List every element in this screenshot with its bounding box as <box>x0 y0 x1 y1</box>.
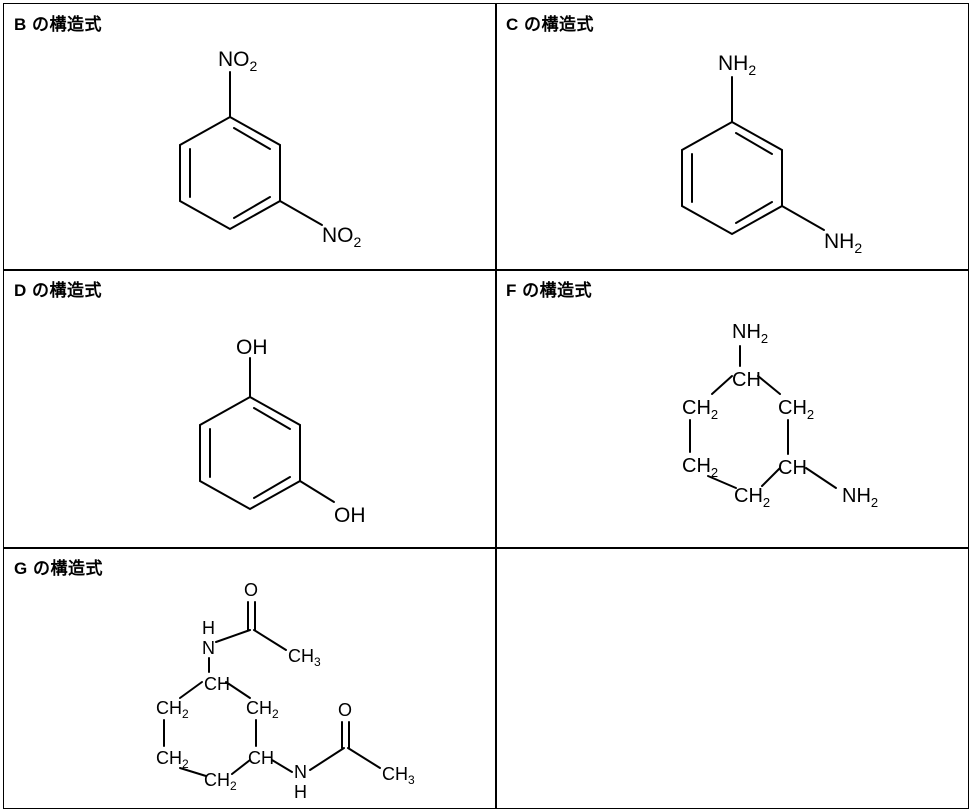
g-ch3-bottom: CH3 <box>382 764 415 787</box>
structure-g: O H N CH3 CH CH2 CH2 CH2 CH CH2 N H <box>156 580 415 802</box>
g-ch2-bottom: CH2 <box>204 770 237 793</box>
cell-b-label: B の構造式 <box>14 10 102 35</box>
structure-d: OH OH <box>199 336 366 527</box>
g-o-top: O <box>244 580 258 600</box>
cell-g-label: G の構造式 <box>14 554 103 579</box>
g-ch3-top: CH3 <box>288 646 321 669</box>
structure-f: NH2 CH CH2 CH2 CH2 CH CH2 NH2 <box>682 321 878 510</box>
cell-d-label: D の構造式 <box>14 276 102 301</box>
g-n-top: N <box>202 638 215 658</box>
structure-b: NO2 NO2 <box>179 48 362 250</box>
g-h-top: H <box>202 618 215 638</box>
cell-d-letter: D <box>14 281 27 300</box>
cell-b-letter: B <box>14 15 27 34</box>
cell-b-suffix: の構造式 <box>32 15 103 34</box>
f-ch2-right-upper: CH2 <box>778 397 814 422</box>
structure-c: NH2 NH2 <box>681 52 862 256</box>
cell-f-label: F の構造式 <box>506 276 592 301</box>
cell-c: C の構造式 NH2 NH2 <box>495 3 969 271</box>
cell-g-suffix: の構造式 <box>32 559 103 578</box>
c-top-nh2: NH2 <box>718 52 756 78</box>
cell-f: F の構造式 NH2 CH CH2 CH2 CH2 CH CH2 NH2 <box>495 269 969 549</box>
structure-table: B の構造式 NO2 NO2 C の構造式 NH2 <box>3 3 969 809</box>
f-ch-right-lower: CH <box>778 457 807 479</box>
g-n-bottom: N <box>294 762 307 782</box>
g-ch2-left-upper: CH2 <box>156 698 189 721</box>
g-ch2-right-upper: CH2 <box>246 698 279 721</box>
c-side-nh2: NH2 <box>824 230 862 256</box>
cell-d-suffix: の構造式 <box>32 281 103 300</box>
d-side-oh: OH <box>334 504 366 527</box>
cell-c-suffix: の構造式 <box>524 15 595 34</box>
cell-c-label: C の構造式 <box>506 10 594 35</box>
cell-c-letter: C <box>506 15 519 34</box>
f-ch2-left-lower: CH2 <box>682 455 718 480</box>
g-ch-right-lower: CH <box>248 748 274 768</box>
f-ch-top: CH <box>732 369 761 391</box>
g-h-bottom: H <box>294 782 307 802</box>
cell-b: B の構造式 NO2 NO2 <box>3 3 497 271</box>
f-ch2-bottom: CH2 <box>734 485 770 510</box>
b-side-no2: NO2 <box>322 224 362 250</box>
cell-f-letter: F <box>506 281 517 300</box>
cell-d: D の構造式 OH OH <box>3 269 497 549</box>
f-nh2-top: NH2 <box>732 321 768 346</box>
cell-empty <box>495 547 969 809</box>
f-nh2-right: NH2 <box>842 485 878 510</box>
b-top-no2: NO2 <box>218 48 258 74</box>
cell-g: G の構造式 O H N CH3 CH CH2 CH2 CH2 CH CH2 <box>3 547 497 809</box>
g-o-bottom: O <box>338 700 352 720</box>
cell-g-letter: G <box>14 559 28 578</box>
d-top-oh: OH <box>236 336 268 359</box>
f-ch2-left-upper: CH2 <box>682 397 718 422</box>
g-ch2-left-lower: CH2 <box>156 748 189 771</box>
g-ch-top: CH <box>204 674 230 694</box>
cell-f-suffix: の構造式 <box>522 281 593 300</box>
